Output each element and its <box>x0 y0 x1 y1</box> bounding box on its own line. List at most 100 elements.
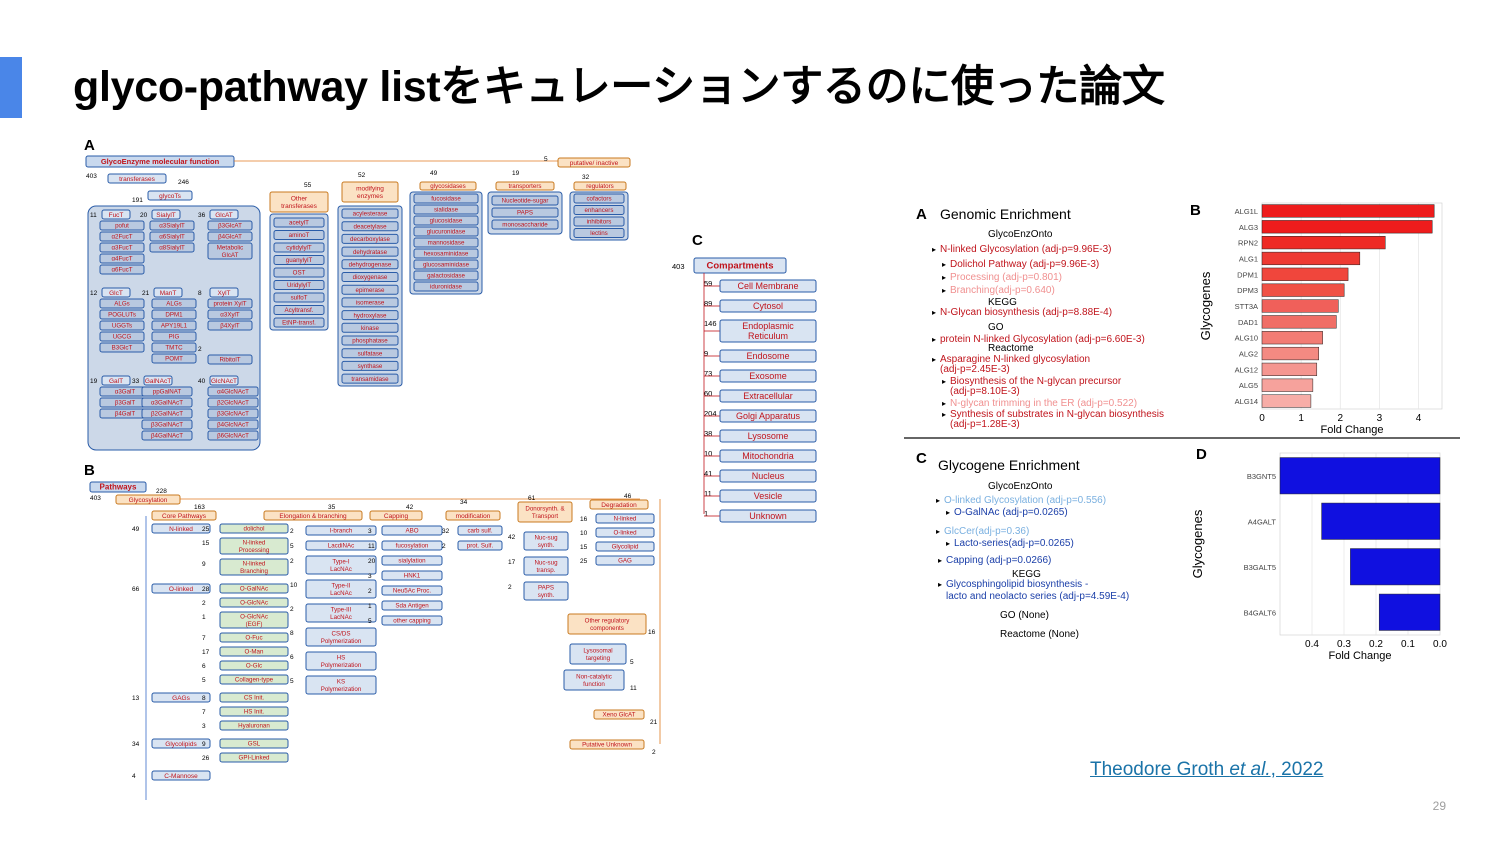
category-node <box>263 510 363 521</box>
count-label: 13 <box>132 695 140 702</box>
enzyme-node <box>413 270 479 281</box>
category-label: DPM1 <box>1237 270 1258 279</box>
node-label: β4XylT <box>220 323 240 330</box>
arrow-icon: ▸ <box>932 355 936 364</box>
pathway-node <box>151 770 211 781</box>
node-label: O-linked <box>169 586 194 593</box>
page-number: 29 <box>1432 799 1446 813</box>
enrichment-term: Branching(adj-p=0.640) <box>950 285 1055 296</box>
node-label: O-GalNAc <box>240 586 268 593</box>
node-label: monosaccharide <box>502 222 548 229</box>
enzyme-node <box>207 320 253 331</box>
node-label: fucosidase <box>431 196 461 203</box>
enzyme-node <box>491 219 559 230</box>
pathway-node <box>595 513 655 524</box>
compartment-node <box>719 299 817 313</box>
node-label: LacNAc <box>330 590 352 597</box>
pathway-node <box>305 555 377 575</box>
enzyme-node <box>341 335 399 346</box>
tick-label: 0 <box>1259 413 1265 424</box>
node-label: Cytosol <box>753 301 783 311</box>
count-label: 11 <box>90 212 97 219</box>
node-label: hexosaminidase <box>424 251 469 258</box>
node-label: I-branch <box>330 528 353 535</box>
node-box <box>147 190 193 201</box>
enzyme-node <box>141 419 193 430</box>
axis-label: Glycogenes <box>1190 509 1205 578</box>
node-label: transp. <box>537 567 556 574</box>
enzyme-node <box>151 298 197 309</box>
enzyme-node <box>207 354 253 365</box>
count-label: 3 <box>368 528 372 535</box>
pathway-node <box>305 603 377 623</box>
panel-letter: D <box>1196 446 1207 463</box>
enzyme-node <box>413 193 479 204</box>
arrow-icon: ▸ <box>942 377 946 386</box>
panel-title: Genomic Enrichment <box>940 206 1071 222</box>
pathway-node <box>381 555 443 566</box>
arrow-icon: ▸ <box>936 496 940 505</box>
pathway-node <box>457 540 503 551</box>
count-label: 2 <box>508 584 512 591</box>
node-label: α3XylT <box>220 312 240 319</box>
count-label: 10 <box>580 530 588 537</box>
enzyme-node <box>273 242 325 253</box>
pathway-node <box>523 556 569 576</box>
pathway-node <box>151 738 211 749</box>
pathway-node <box>305 675 377 695</box>
root-node <box>89 481 147 493</box>
node-label: fucosylation <box>396 543 429 550</box>
category-label: DAD1 <box>1238 318 1258 327</box>
node-label: modifying <box>356 186 384 193</box>
count-label: 2 <box>652 749 656 756</box>
category-node <box>573 181 627 191</box>
node-label: sialylation <box>398 558 426 565</box>
pathway-node <box>219 537 289 555</box>
node-label: Cell Membrane <box>737 281 798 291</box>
count-label: 5 <box>290 678 294 685</box>
count-label: 20 <box>368 558 376 565</box>
tick-label: 3 <box>1377 413 1383 424</box>
node-label: synth. <box>538 592 555 599</box>
node-box <box>209 287 239 298</box>
compartment-node <box>719 319 817 343</box>
count-label: 46 <box>624 493 632 500</box>
node-label: Unknown <box>749 511 787 521</box>
bar-mark <box>1261 315 1337 329</box>
count-label: 11 <box>368 543 375 550</box>
enzyme-node <box>573 205 625 215</box>
enzyme-node <box>149 220 195 231</box>
citation-year: , 2022 <box>1270 759 1324 780</box>
enzyme-node <box>151 320 197 331</box>
node-label: dehydrogenase <box>349 261 392 268</box>
node-label: Nucleotide-sugar <box>502 198 549 205</box>
count-label: 163 <box>194 504 205 511</box>
compartment-node <box>719 429 817 443</box>
node-label: Branching <box>240 568 268 575</box>
count-label: 25 <box>580 558 588 565</box>
bar-mark <box>1321 502 1441 540</box>
count-label: 10 <box>704 449 712 458</box>
node-label: transferases <box>281 203 318 210</box>
bar-mark <box>1261 236 1386 250</box>
enzyme-node <box>573 193 625 204</box>
node-label: Vesicle <box>754 491 783 501</box>
enzyme-node <box>341 322 399 333</box>
arrow-icon: ▸ <box>932 245 936 254</box>
node-label: O-Glc <box>246 663 262 670</box>
node-label: OST <box>293 270 306 277</box>
enrichment-term: Asparagine N-linked glycosylation <box>940 354 1090 365</box>
axis-label: Fold Change <box>1329 650 1392 662</box>
node-label: lectins <box>590 230 608 237</box>
citation-etal: et al. <box>1229 759 1271 780</box>
count-label: 1 <box>704 509 708 518</box>
citation-link[interactable]: Theodore Groth et al., 2022 <box>1090 759 1323 781</box>
category-node <box>419 181 477 191</box>
count-label: 26 <box>202 755 210 762</box>
node-label: Lysosomal <box>583 648 612 655</box>
count-label: 8 <box>290 630 294 637</box>
category-node <box>151 510 217 521</box>
enzyme-node <box>207 397 259 408</box>
category-label: ALG14 <box>1235 397 1258 406</box>
